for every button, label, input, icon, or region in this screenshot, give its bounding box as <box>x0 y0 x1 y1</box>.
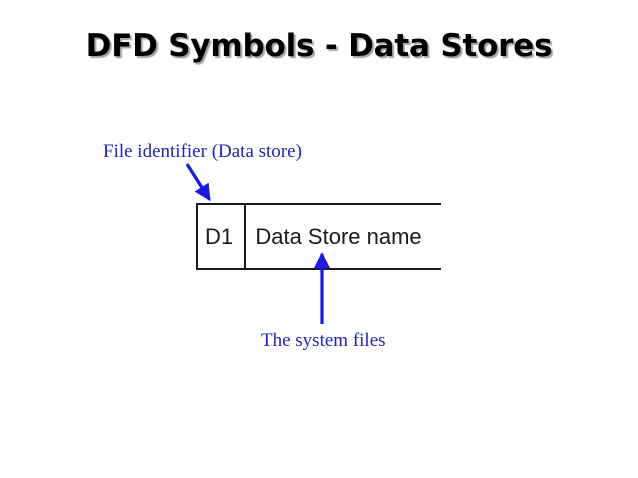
datastore-name-label: Data Store name <box>255 223 422 249</box>
datastore-symbol: D1 Data Store name <box>196 203 441 270</box>
datastore-id-label: D1 <box>205 223 234 249</box>
datastore-id-cell: D1 <box>196 205 246 268</box>
file-identifier-arrow <box>185 163 211 202</box>
datastore-name-cell: Data Store name <box>246 205 441 268</box>
annotation-file-identifier: File identifier (Data store) <box>103 141 302 162</box>
annotation-system-files: The system files <box>261 330 386 351</box>
page-title: DFD Symbols - Data Stores <box>85 28 553 64</box>
